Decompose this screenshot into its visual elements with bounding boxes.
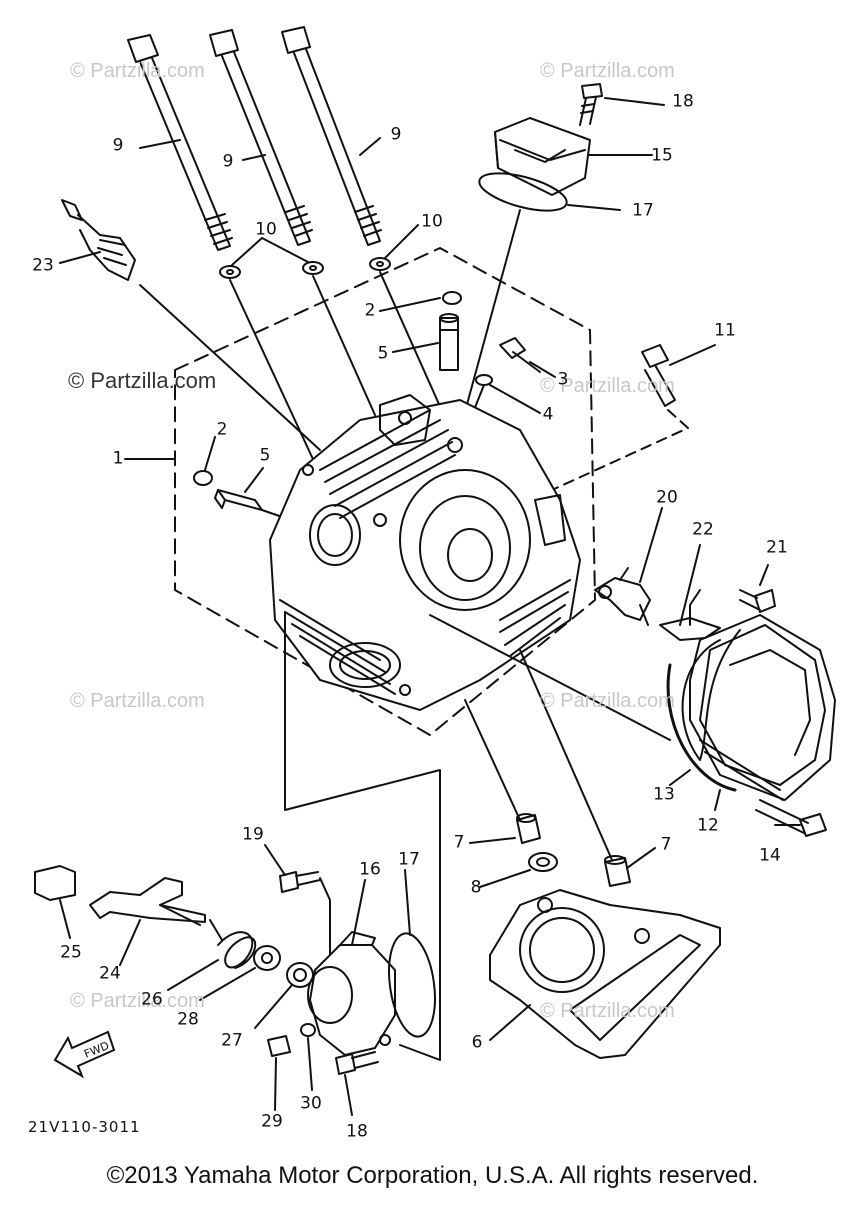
- washer-4: [475, 374, 493, 386]
- watermark-8: © Partzilla.com: [540, 1000, 675, 1022]
- bolt-21: [739, 589, 776, 613]
- callout-9: 9: [112, 135, 124, 156]
- watermark-7: © Partzilla.com: [70, 990, 205, 1012]
- callout-24: 24: [99, 963, 121, 984]
- callout-26: 26: [141, 989, 163, 1010]
- watermark-6: © Partzilla.com: [540, 690, 675, 712]
- callout-11: 11: [714, 320, 736, 341]
- callout-5: 5: [377, 343, 389, 364]
- part-25: [34, 865, 76, 901]
- part-22: [659, 589, 721, 641]
- watermark-4: © Partzilla.com: [540, 375, 675, 397]
- callout-17: 17: [398, 849, 420, 870]
- dowel-7-right: [604, 855, 631, 887]
- bolt-29: [267, 1035, 291, 1057]
- watermark-1: © Partzilla.com: [70, 60, 205, 82]
- callout-28: 28: [177, 1009, 199, 1030]
- callout-21: 21: [766, 537, 788, 558]
- o-ring-17-lower: [388, 932, 436, 1038]
- callout-1: 1: [112, 448, 124, 469]
- seal-27: [286, 962, 314, 988]
- callout-18: 18: [672, 91, 694, 112]
- o-ring-17-top: [478, 172, 568, 212]
- assembly-boundary-dashed: [174, 247, 596, 736]
- callout-25: 25: [60, 942, 82, 963]
- bolt-3: [499, 337, 541, 373]
- callout-2: 2: [216, 419, 228, 440]
- callout-9: 9: [222, 151, 234, 172]
- callout-14: 14: [759, 845, 781, 866]
- bolt-11: [641, 344, 676, 407]
- callout-9: 9: [390, 124, 402, 145]
- callout-29: 29: [261, 1111, 283, 1132]
- bolt-9-right: [281, 26, 382, 246]
- callout-4: 4: [542, 404, 554, 425]
- cover-16: [307, 931, 396, 1056]
- washer-30: [300, 1023, 316, 1037]
- callout-16: 16: [359, 859, 381, 880]
- callout-12: 12: [697, 815, 719, 836]
- fwd-arrow: FWD: [53, 1030, 116, 1079]
- clip-2-top: [442, 291, 462, 305]
- callout-17: 17: [632, 200, 654, 221]
- callout-22: 22: [692, 519, 714, 540]
- watermark-3: © Partzilla.com: [68, 368, 217, 393]
- bolt-18-lower: [335, 1051, 379, 1075]
- bolt-9-left: [127, 34, 233, 251]
- bolt-18-top: [579, 83, 603, 126]
- callout-18: 18: [346, 1121, 368, 1142]
- dowel-7-left: [516, 813, 541, 844]
- cap-15: [494, 117, 591, 196]
- callout-8: 8: [470, 877, 482, 898]
- callout-2: 2: [364, 300, 376, 321]
- bolt-9-middle: [209, 29, 313, 246]
- cylinder-head-1: [269, 394, 581, 711]
- callout-10: 10: [255, 219, 277, 240]
- bolt-19: [279, 871, 331, 961]
- o-ring-13: [681, 629, 741, 761]
- callout-20: 20: [656, 487, 678, 508]
- spring-26: [209, 919, 257, 969]
- drawing-code: 21V110-3011: [28, 1118, 141, 1136]
- leader-11-dashed: [529, 409, 689, 501]
- callout-10: 10: [421, 211, 443, 232]
- callout-6: 6: [471, 1032, 483, 1053]
- watermark-5: © Partzilla.com: [70, 690, 205, 712]
- part-24: [89, 877, 206, 926]
- valve-guide-5-top: [439, 313, 459, 371]
- callout-15: 15: [651, 145, 673, 166]
- callout-13: 13: [653, 784, 675, 805]
- washer-10-c: [369, 257, 391, 271]
- callout-3: 3: [557, 369, 569, 390]
- bolt-14: [755, 799, 827, 837]
- callout-7: 7: [453, 832, 465, 853]
- cover-12: [689, 614, 836, 801]
- callout-19: 19: [242, 824, 264, 845]
- seal-8: [528, 852, 558, 872]
- assembly-box-lower: [284, 611, 441, 1061]
- callout-27: 27: [221, 1030, 243, 1051]
- clip-2-left: [193, 470, 213, 486]
- gasket-6: [489, 889, 721, 1059]
- callout-23: 23: [32, 255, 54, 276]
- callout-30: 30: [300, 1093, 322, 1114]
- callout-5: 5: [259, 445, 271, 466]
- spark-plug-23: [61, 199, 321, 451]
- washer-28: [253, 945, 281, 971]
- watermark-2: © Partzilla.com: [540, 60, 675, 82]
- part-20: [594, 567, 651, 626]
- callout-7: 7: [660, 834, 672, 855]
- washer-10-b: [302, 261, 324, 275]
- washer-10-a: [219, 265, 241, 279]
- copyright-notice: ©2013 Yamaha Motor Corporation, U.S.A. A…: [106, 1162, 759, 1189]
